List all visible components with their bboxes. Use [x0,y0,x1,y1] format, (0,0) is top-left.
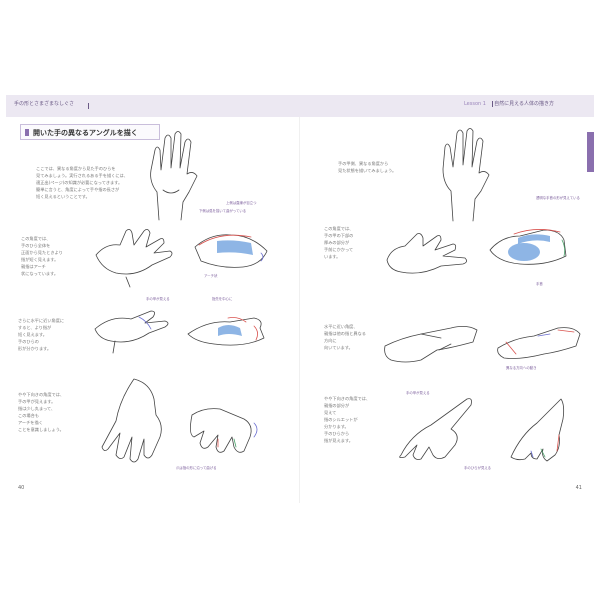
text-line: います。 [324,254,341,259]
header-left-title: 手の形とさまざまなしぐさ [14,101,75,107]
hand-drawing-palm [150,131,198,221]
section-title-marker [25,129,29,136]
text-line: 手の甲側、異なる角度から [338,161,389,166]
intro-text: ここでは、異なる角度から見た手のひらを 見てみましょう。実行されるある手を描くに… [36,165,151,200]
hand-drawing-side [384,326,478,363]
annotation-b5: 手のひらが見える [464,466,492,470]
header-divider [88,103,89,109]
text-line: ここでは、異なる角度から見た手のひらを [36,166,116,171]
header-right-title: 自然に見える人体の描き方 [494,101,554,107]
page-header-bar: 手の形とさまざまなしぐさ Lesson 1 自然に見える人体の描き方 [6,95,594,117]
right-paragraph-3: 水平に近い角度、 親指は他の指と異なる 方向に 向いています。 [324,323,394,351]
text-line: 方向に [324,338,337,343]
annotation-a5: 指先を中心に [212,297,233,301]
text-line: 手のひら全体を [21,243,51,248]
text-line: 手の甲の下部の [324,233,354,238]
text-line: 指は少し丸まって、 [18,406,56,411]
annotation-b4: 手の甲が見える [406,391,430,395]
hand-drawing-foreshortened [95,229,173,288]
text-line: 簡単に言うと、角度によって手や指の長さが [36,187,120,192]
text-line: 親指は他の指と異なる [324,331,366,336]
chapter-thumb-tab [587,132,594,172]
right-paragraph-1: 手の甲側、異なる角度から 見た状態を描いてみましょう。 [338,160,428,174]
annotation-a1: 上側は直線が目立つ [226,201,257,205]
text-line: 見えて [324,410,337,415]
text-line: 向いています。 [324,345,353,350]
text-line: 水平に近い角度、 [324,324,358,329]
text-line: 厚みの部分が [324,240,350,245]
right-paragraph-2: この角度では、 手の甲の下部の 厚みの部分が 手前にかかって います。 [324,225,384,260]
annotation-b3: 異なる方向への動き [506,366,537,370]
page-fold [299,117,300,503]
section-title-text: 開いた手の異なるアングルを描く [33,129,138,137]
text-line: 手前にかかって [324,247,354,252]
right-paragraph-4: やや下向きの角度では、 親指の部分が 見えて 指のシルエットが 分かります。 手… [324,395,394,444]
text-line: すると、より指が [18,325,52,330]
text-line: 指のシルエットが [324,417,358,422]
page-number-left: 40 [18,485,25,491]
annotation-a4: 手の甲が見える [146,297,170,301]
text-line: アーチを描く [18,420,43,425]
text-line: 分かります。 [324,424,349,429]
text-line: 正面から見たときより [21,250,63,255]
hand-diagram-colored [194,234,268,268]
text-line: この角度では、 [21,236,51,241]
paragraph-2: さらに水平に近い角度に すると、より指が 短く見えます。 手のひらの 形が分かり… [18,317,80,352]
text-line: 親指はアーチ [21,264,46,269]
text-line: さらに水平に近い角度に [18,318,65,323]
book-spread: 手の形とさまざまなしぐさ Lesson 1 自然に見える人体の描き方 開いた手の… [6,95,594,503]
text-line: この角度では、 [324,226,354,231]
hand-diagram-side [497,327,581,359]
text-line: 手のひらから [324,431,350,436]
hand-diagram-downward [190,408,258,453]
header-divider-right [491,100,493,107]
text-line: 手のひらの [18,339,39,344]
text-line: 指が見えます。 [324,438,353,443]
text-line: 親指の部分が [324,403,350,408]
paragraph-1: この角度では、 手のひら全体を 正面から見たときより 指が短く見えます。 親指は… [21,235,81,277]
hand-diagram-horizontal [187,317,265,346]
text-line: 適正出(ページ)の知識が必要になってきます。 [36,180,123,185]
hand-drawing-downward [101,378,162,463]
text-line: 見た状態を描いてみましょう。 [338,168,397,173]
hand-drawing-horizontal [94,310,169,354]
annotation-b1: 透明な手首の形が見えている [536,196,580,200]
text-line: 形が分かります。 [18,346,52,351]
text-line: 状になっています。 [21,271,59,276]
hand-diagram-back-angle [489,229,567,265]
hand-drawing-back-angle [386,233,467,274]
page-number-right: 41 [575,485,582,491]
annotation-a6: 爪は指の形に沿って曲げる [176,466,217,470]
hand-diagram-low [510,398,565,462]
annotation-b2: 手首 [536,282,543,286]
header-right: Lesson 1 自然に見える人体の描き方 [464,100,554,107]
text-line: やや下向きの角度では、 [18,392,65,397]
paragraph-3: やや下向きの角度では、 手の甲が見えます。 指は少し丸まって、 この場合も アー… [18,391,80,433]
text-line: やや下向きの角度では、 [324,396,371,401]
text-line: ことを意識しましょう。 [18,427,64,432]
section-title: 開いた手の異なるアングルを描く [20,124,160,140]
text-line: 指が短く見えます。 [21,257,59,262]
hand-drawing-back [442,128,490,222]
text-line: 短く見えるということです。 [36,194,90,199]
text-line: 手の甲が見えます。 [18,399,56,404]
header-lesson-label: Lesson 1 [463,101,486,107]
annotation-a3: アーチ状 [204,274,218,278]
text-line: 短く見えます。 [18,332,47,337]
hand-drawing-low [399,398,472,460]
annotation-a2: 下側は弧を描いて曲がっている [199,209,247,213]
text-line: この場合も [18,413,39,418]
text-line: 見てみましょう。実行されるある手を描くには、 [36,173,128,178]
